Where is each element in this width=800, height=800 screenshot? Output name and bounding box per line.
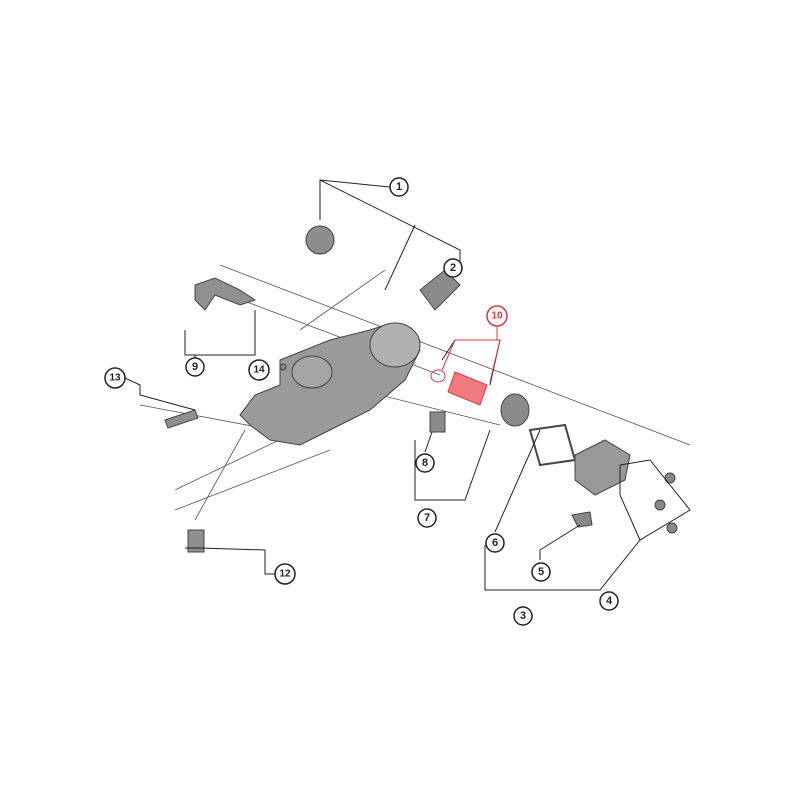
callout-8: 8 (415, 453, 435, 473)
part-6-cap (500, 393, 530, 427)
part-9-link (194, 277, 257, 311)
callout-4: 4 (599, 591, 619, 611)
part-10-bushing (447, 371, 488, 406)
svg-text:10: 10 (491, 311, 503, 322)
part-2-axle (419, 269, 461, 311)
svg-text:3: 3 (520, 610, 526, 622)
callout-9: 9 (185, 357, 205, 377)
callout-10: 10 (486, 305, 508, 327)
callout-2: 2 (443, 258, 463, 278)
svg-text:14: 14 (253, 365, 265, 376)
svg-text:13: 13 (109, 373, 121, 384)
svg-text:1: 1 (396, 181, 402, 193)
svg-text:8: 8 (422, 457, 428, 469)
callout-6: 6 (485, 533, 505, 553)
part-5-clip (571, 511, 593, 528)
part-8-bracket (429, 411, 446, 433)
callout-14: 14 (248, 359, 270, 381)
svg-text:9: 9 (192, 361, 198, 373)
part-1-spring (305, 225, 335, 255)
callout-3: 3 (513, 606, 533, 626)
svg-text:5: 5 (538, 566, 544, 578)
callout-7: 7 (417, 508, 437, 528)
leader-lines (124, 179, 691, 591)
svg-text:12: 12 (279, 569, 291, 580)
svg-text:2: 2 (450, 262, 456, 274)
svg-text:4: 4 (606, 595, 613, 607)
callout-13: 13 (104, 367, 126, 389)
part-6-gasket (528, 423, 577, 467)
part-12-bolt (187, 529, 205, 553)
parts (164, 225, 678, 553)
guide-lines (139, 264, 691, 521)
callout-5: 5 (531, 562, 551, 582)
svg-text:7: 7 (424, 512, 430, 524)
callout-1: 1 (389, 177, 409, 197)
part-13-bolt (164, 409, 199, 429)
part-4-housing (574, 439, 631, 496)
svg-text:6: 6 (492, 537, 498, 549)
callout-12: 12 (274, 563, 296, 585)
